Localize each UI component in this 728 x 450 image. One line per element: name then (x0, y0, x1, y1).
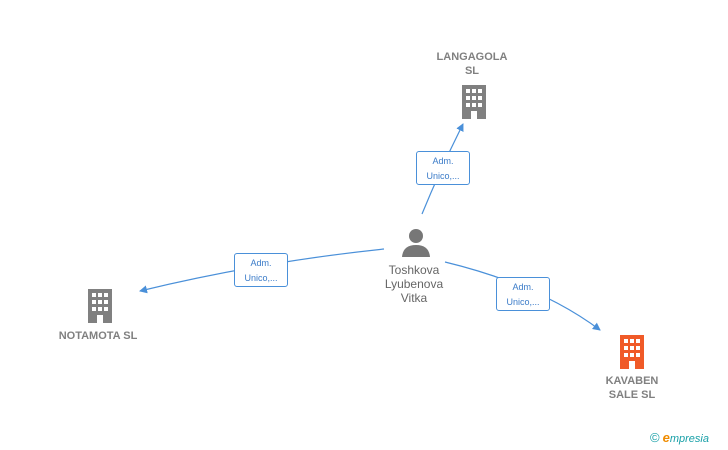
brand-name: mpresia (669, 433, 709, 445)
copyright-symbol: © (650, 430, 660, 445)
company-label-notamota: NOTAMOTA SL (58, 330, 138, 342)
person-label: Toshkova Lyubenova Vitka (384, 263, 444, 305)
building-icon (620, 335, 644, 369)
brand-logo: ©empresia (650, 430, 709, 445)
edge-label-kavaben[interactable]: Adm. Unico,... (496, 277, 550, 311)
company-label-kavaben: KAVABEN SALE SL (605, 375, 659, 401)
building-icon (88, 289, 112, 323)
edge-label-notamota[interactable]: Adm. Unico,... (234, 253, 288, 287)
brand-initial: e (662, 430, 670, 445)
edge-label-langagola[interactable]: Adm. Unico,... (416, 151, 470, 185)
company-label-langagola: LANGAGOLA SL (436, 51, 508, 77)
building-icon (462, 85, 486, 119)
person-icon (402, 229, 430, 257)
